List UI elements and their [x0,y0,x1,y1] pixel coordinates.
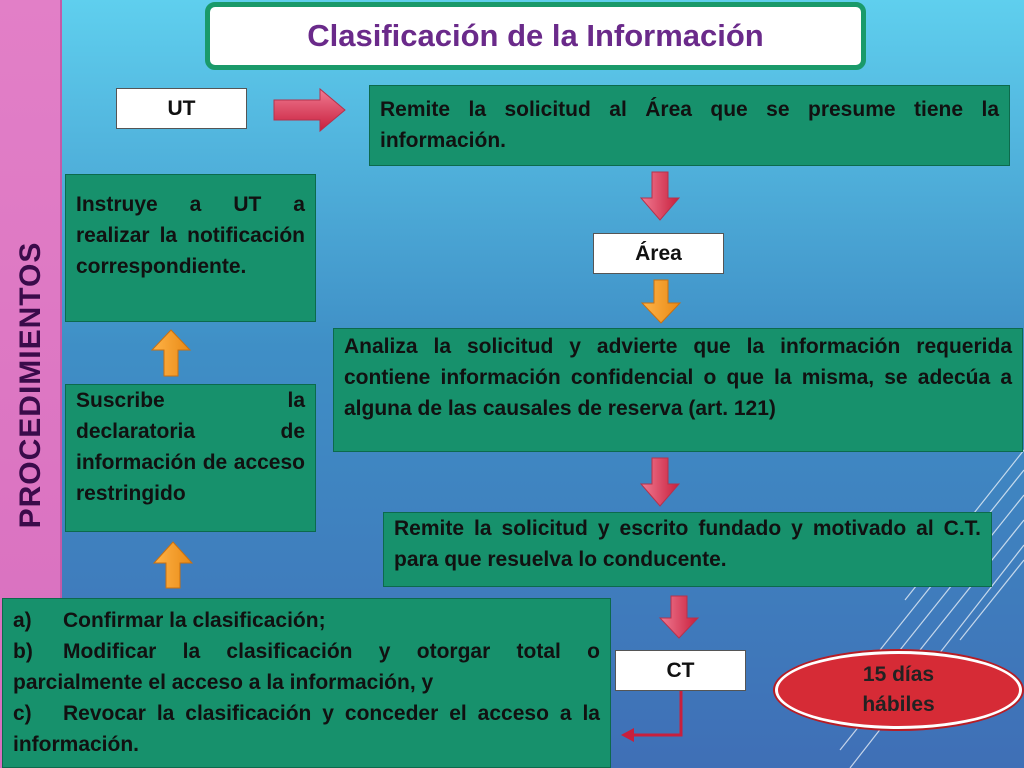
option-a: a)Confirmar la clasificación; [13,609,326,632]
options-box: a)Confirmar la clasificación; b)Modifica… [2,598,611,768]
analiza-box: Analiza la solicitud y advierte que la i… [333,328,1023,452]
arrow-right-ut [273,87,346,133]
arrow-down-remite-ct [639,457,681,507]
instruye-box: Instruye a UT a realizar la notificación… [65,174,316,322]
remite-area-box: Remite la solicitud al Área que se presu… [369,85,1010,166]
badge-line-1: 15 días [862,663,935,686]
ut-label: UT [116,88,247,129]
ct-connector-arrowhead [621,728,634,742]
remite-ct-box: Remite la solicitud y escrito fundado y … [383,512,992,587]
area-label: Área [593,233,724,274]
ct-connector-line [631,691,683,737]
title-box: Clasificación de la Información [205,2,866,70]
procedimientos-label: PROCEDIMIENTOS [14,241,47,529]
suscribe-box: Suscribe la declaratoria de información … [65,384,316,532]
arrow-down-analiza [640,279,682,324]
deadline-badge: 15 días hábiles [775,651,1022,729]
arrow-up-instruye [150,329,192,377]
badge-line-2: hábiles [862,693,935,716]
ct-label: CT [615,650,746,691]
arrow-down-ct [658,595,700,639]
page-title: Clasificación de la Información [307,18,764,53]
arrow-down-area [639,171,681,221]
option-b: b)Modificar la clasificación y otorgar t… [13,640,600,694]
arrow-up-suscribe [152,541,194,589]
option-c: c)Revocar la clasificación y conceder el… [13,702,600,756]
